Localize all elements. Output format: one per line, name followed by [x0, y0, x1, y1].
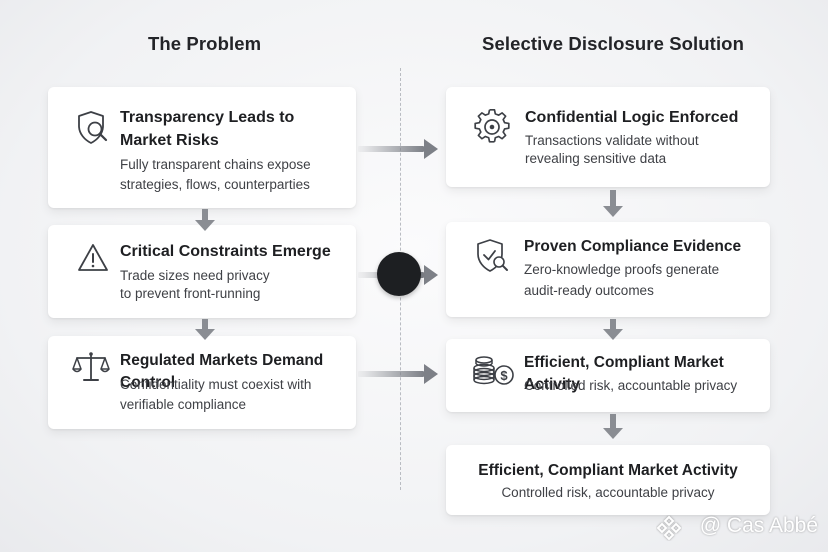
- solution-card-4: Efficient, Compliant Market Activity Con…: [446, 445, 770, 515]
- down-arrow-left-1: [195, 209, 215, 233]
- gear-icon: [474, 109, 510, 143]
- solution-card-1-desc-line2: revealing sensitive data: [525, 151, 667, 166]
- problem-card-2-desc-line2: to prevent front-running: [120, 286, 261, 301]
- down-arrow-right-2: [603, 319, 623, 341]
- problem-card-2: Critical Constraints Emerge Trade sizes …: [48, 225, 356, 318]
- solution-card-3-title: Efficient, Compliant Market Activity: [524, 354, 724, 393]
- problem-card-1-desc-line2: strategies, flows, counterparties: [120, 177, 310, 192]
- solution-card-2-title: Proven Compliance Evidence: [524, 238, 742, 255]
- problem-card-1-title-line1: Transparency Leads to: [120, 109, 295, 126]
- moon-badge: [377, 252, 421, 296]
- coins-dollar-icon: $: [473, 356, 514, 385]
- problem-card-3-title: Regulated Markets Demand Control: [120, 352, 324, 391]
- moon-icon: [391, 267, 406, 281]
- problem-card-3-desc-line1: Confidentiality must coexist with: [120, 377, 312, 392]
- solution-card-3-desc: Controlled risk, accountable privacy: [524, 378, 738, 393]
- problem-card-1-title-line2: Market Risks: [120, 132, 219, 149]
- solution-card-2-desc-line2: audit-ready outcomes: [524, 283, 654, 298]
- solution-card-3: $ Efficient, Compliant Market Activity C…: [446, 339, 770, 412]
- shield-check-icon: [477, 239, 508, 272]
- problem-card-1: Transparency Leads to Market Risks Fully…: [48, 87, 356, 208]
- shield-search-icon: [78, 111, 108, 144]
- solution-card-2-desc-line1: Zero-knowledge proofs generate: [524, 262, 720, 277]
- solution-card-2: Proven Compliance Evidence Zero-knowledg…: [446, 222, 770, 317]
- solution-card-1-desc-line1: Transactions validate without: [525, 133, 699, 148]
- scales-icon: [72, 352, 110, 381]
- right-arrow-1: [358, 139, 438, 159]
- problem-card-3: Regulated Markets Demand Control Confide…: [48, 336, 356, 429]
- solution-card-1: Confidential Logic Enforced Transactions…: [446, 87, 770, 187]
- right-arrow-3: [358, 364, 438, 384]
- solution-card-4-title: Efficient, Compliant Market Activity: [478, 462, 738, 479]
- problem-card-2-title: Critical Constraints Emerge: [120, 243, 331, 260]
- problem-card-3-desc-line2: verifiable compliance: [120, 397, 247, 412]
- watermark-text: @ Cas Abbé: [699, 514, 818, 537]
- problem-card-2-desc-line1: Trade sizes need privacy: [120, 268, 270, 283]
- solution-card-1-title: Confidential Logic Enforced: [525, 109, 739, 126]
- warning-icon: [78, 244, 108, 271]
- problem-title: The Problem: [148, 33, 262, 54]
- solution-title: Selective Disclosure Solution: [482, 33, 744, 54]
- problem-card-1-desc-line1: Fully transparent chains expose: [120, 157, 311, 172]
- down-arrow-right-1: [603, 190, 623, 220]
- svg-text:$: $: [500, 368, 508, 383]
- down-arrow-right-3: [603, 414, 623, 442]
- solution-card-4-desc: Controlled risk, accountable privacy: [501, 485, 715, 500]
- down-arrow-left-2: [195, 319, 215, 343]
- watermark-logo-icon: [656, 515, 682, 541]
